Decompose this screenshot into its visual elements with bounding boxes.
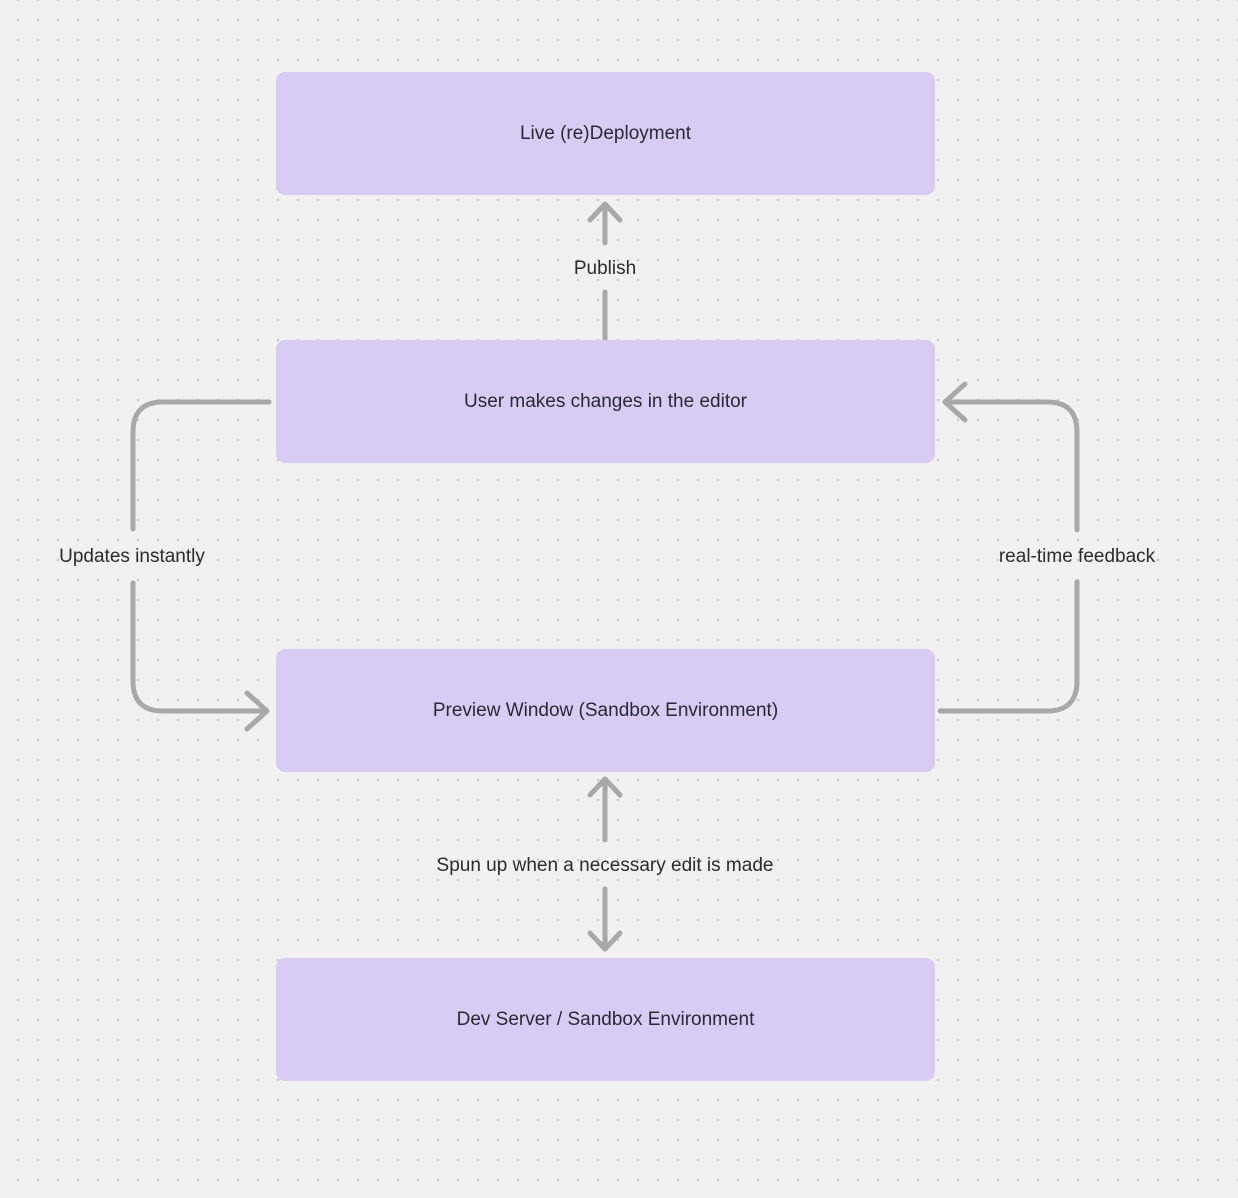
edge-spun-up[interactable] (587, 776, 623, 952)
node-label: Dev Server / Sandbox Environment (456, 1008, 755, 1030)
arrowhead-left-icon (942, 381, 968, 423)
node-dev-server[interactable]: Dev Server / Sandbox Environment (276, 958, 935, 1081)
node-label: User makes changes in the editor (463, 390, 748, 412)
edge-label-publish: Publish (573, 258, 637, 279)
edge-updates-instantly[interactable] (130, 399, 272, 732)
node-preview-window[interactable]: Preview Window (Sandbox Environment) (276, 649, 935, 772)
arrowhead-down-icon (587, 930, 623, 952)
edge-label-spun-up: Spun up when a necessary edit is made (436, 855, 774, 876)
node-live-redeployment[interactable]: Live (re)Deployment (276, 72, 935, 195)
arrowhead-up-icon (587, 201, 623, 223)
edge-realtime-feedback[interactable] (937, 381, 1080, 714)
arrowhead-up-icon (587, 776, 623, 798)
node-label: Live (re)Deployment (519, 122, 692, 144)
edge-label-updates-instantly: Updates instantly (59, 546, 205, 567)
edge-label-realtime-feedback: real-time feedback (998, 546, 1156, 567)
node-label: Preview Window (Sandbox Environment) (432, 699, 779, 721)
node-user-editor[interactable]: User makes changes in the editor (276, 340, 935, 463)
arrowhead-right-icon (244, 690, 270, 732)
edge-publish[interactable] (587, 201, 623, 342)
